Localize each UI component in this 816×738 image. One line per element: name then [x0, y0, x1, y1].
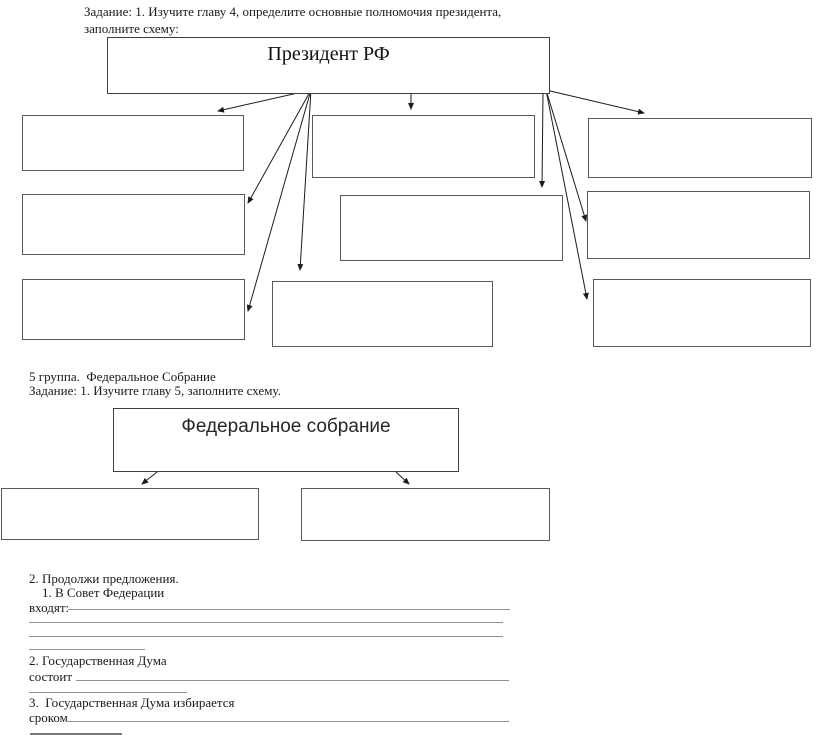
- diagram2-root-label: Федеральное собрание: [181, 416, 391, 437]
- blank-line-1[interactable]: [68, 609, 510, 610]
- diagram1-box-left-3[interactable]: [22, 279, 245, 340]
- diagram1-box-left-1[interactable]: [22, 115, 244, 171]
- sentences-heading: 2. Продолжи предложения.: [29, 571, 179, 586]
- sentence3-prefix: сроком: [29, 710, 68, 725]
- blank-line-4[interactable]: [29, 649, 145, 650]
- diagram1-box-right-3[interactable]: [593, 279, 811, 347]
- sentence2-prefix: состоит: [29, 669, 73, 684]
- blank-line-5[interactable]: [76, 680, 509, 681]
- sentence1-label: 1. В Совет Федерации: [42, 585, 165, 600]
- diagram2-box-left[interactable]: [1, 488, 259, 540]
- sentence2-label: 2. Государственная Дума: [29, 653, 167, 668]
- diagram1-root-label: Президент РФ: [267, 43, 390, 65]
- task1-line1: Задание: 1. Изучите главу 4, определите …: [84, 4, 502, 19]
- diagram1-box-right-2[interactable]: [587, 191, 810, 259]
- diagram1-box-left-2[interactable]: [22, 194, 245, 255]
- blank-line-3[interactable]: [29, 636, 503, 637]
- blank-line-7[interactable]: [66, 721, 509, 722]
- group5-line2: Задание: 1. Изучите главу 5, заполните с…: [29, 383, 281, 398]
- task1-line2: заполните схему:: [84, 21, 179, 36]
- group5-line1: 5 группа. Федеральное Собрание: [29, 369, 216, 384]
- sentence1-prefix: входят:: [29, 600, 70, 615]
- diagram1-box-middle-2[interactable]: [340, 195, 563, 261]
- diagram1-box-middle-3[interactable]: [272, 281, 493, 347]
- diagram1-box-middle-1[interactable]: [312, 115, 535, 178]
- diagram1-root-box: Президент РФ: [107, 37, 550, 94]
- diagram2-box-right[interactable]: [301, 488, 550, 541]
- sentence3-label: 3. Государственная Дума избирается: [29, 695, 235, 710]
- blank-line-6[interactable]: [29, 692, 187, 693]
- blank-line-2[interactable]: [29, 622, 503, 623]
- diagram1-box-right-1[interactable]: [588, 118, 812, 178]
- blank-line-8[interactable]: [30, 733, 122, 735]
- diagram2-root-box: Федеральное собрание: [113, 408, 459, 472]
